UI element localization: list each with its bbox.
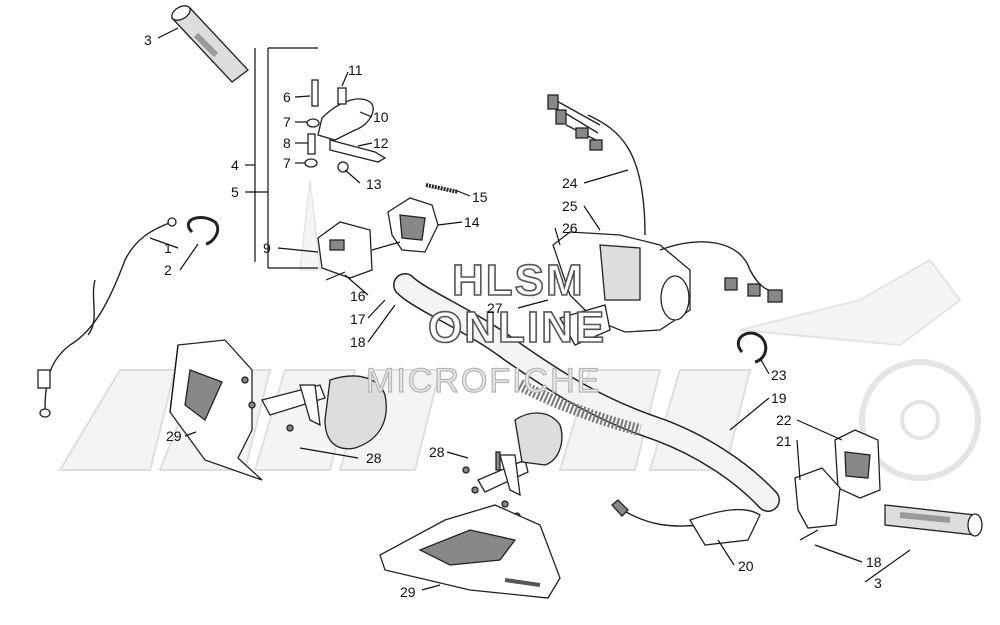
- callout-12: 12: [373, 135, 389, 151]
- callout-23: 23: [771, 367, 787, 383]
- callout-9: 9: [263, 240, 271, 256]
- heater-connector: [611, 499, 761, 546]
- callout-26: 26: [562, 220, 578, 236]
- hood-panel-left: [169, 339, 263, 481]
- callout-17: 17: [350, 311, 366, 327]
- callout-15: 15: [472, 189, 488, 205]
- callout-20: 20: [738, 558, 754, 574]
- callout-16: 16: [350, 288, 366, 304]
- callout-labels: 3 6 7 8 7 4 5 11 10 12 13 15 14 9 16 17 …: [144, 32, 882, 600]
- callout-21: 21: [776, 433, 792, 449]
- callout-1: 1: [164, 240, 172, 256]
- callout-22: 22: [776, 412, 792, 428]
- callout-18-left: 18: [350, 334, 366, 350]
- callout-10: 10: [373, 109, 389, 125]
- watermark-line1: HLSM: [452, 256, 585, 305]
- callout-18-right: 18: [866, 554, 882, 570]
- control-housing: [547, 94, 783, 346]
- callout-2: 2: [164, 262, 172, 278]
- callout-14: 14: [464, 214, 480, 230]
- callout-13: 13: [366, 176, 382, 192]
- throttle-housing: [387, 197, 439, 253]
- small-hardware: [304, 79, 349, 173]
- callout-19: 19: [771, 390, 787, 406]
- callout-25: 25: [562, 198, 578, 214]
- callout-5: 5: [231, 184, 239, 200]
- switch-housing-right: [794, 429, 881, 541]
- brake-lever: [317, 87, 387, 163]
- callout-28-left: 28: [366, 450, 382, 466]
- callout-7-upper: 7: [283, 114, 291, 130]
- clip-ring-left: [186, 216, 220, 246]
- watermark-line3: MICROFICHE: [366, 362, 601, 400]
- hood-front: [379, 504, 561, 599]
- callout-8: 8: [283, 135, 291, 151]
- bracket-frame: [254, 47, 318, 269]
- callout-3-top: 3: [144, 32, 152, 48]
- grip-left: [170, 5, 249, 83]
- spring: [425, 183, 459, 194]
- leader-lines: [149, 27, 911, 591]
- callout-27: 27: [487, 300, 503, 316]
- grip-right: [884, 504, 983, 537]
- callout-24: 24: [562, 175, 578, 191]
- callout-11: 11: [348, 62, 363, 78]
- hlsm-watermark: HLSM ONLINE MICROFICHE: [365, 255, 606, 400]
- callout-29-bottom: 29: [400, 584, 416, 600]
- callout-28-center: 28: [429, 444, 445, 460]
- switch-housing-left: [317, 221, 401, 281]
- callout-4: 4: [231, 157, 239, 173]
- clip-ring-right: [736, 331, 768, 364]
- handlebar: [393, 273, 780, 512]
- mount-bracket-center: [462, 412, 563, 520]
- throttle-cable: [37, 217, 177, 418]
- callout-3-bottom: 3: [874, 575, 882, 591]
- watermark-line2: ONLINE: [428, 303, 606, 352]
- callout-6: 6: [283, 89, 291, 105]
- mount-bracket-left: [241, 375, 387, 450]
- callout-29-left: 29: [166, 428, 182, 444]
- callout-7-lower: 7: [283, 155, 291, 171]
